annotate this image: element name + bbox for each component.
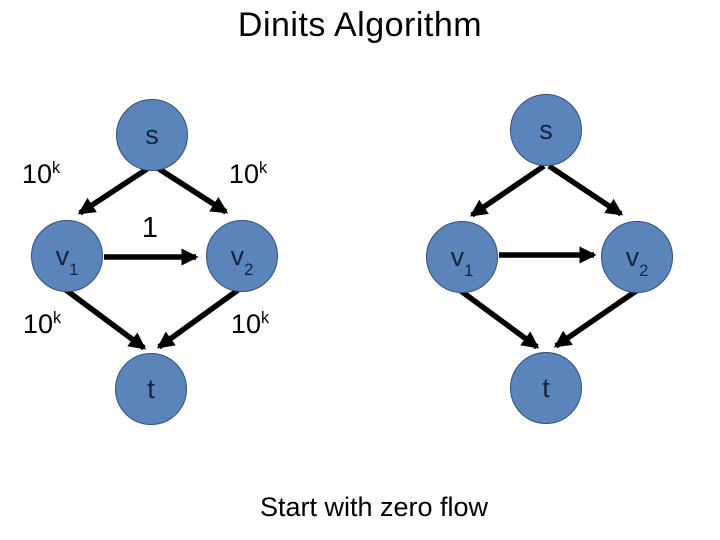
node-label: s: [145, 119, 159, 150]
edge-capacity-label-s-v2: 10k: [228, 159, 268, 189]
node-label: t: [147, 373, 155, 404]
edge-left-v1-t: [64, 287, 147, 351]
node-right-v1: v1: [426, 221, 498, 293]
slide-caption: Start with zero flow: [259, 492, 489, 522]
edge-capacity-label-v1-v2: 1: [141, 212, 159, 244]
edge-right-v1-t: [459, 288, 540, 350]
edge-capacity-label-s-v1: 10k: [21, 159, 61, 189]
edge-capacity-label-v1-t: 10k: [22, 309, 62, 339]
edge-right-v2-t: [553, 286, 641, 349]
node-left-v1: v1: [31, 220, 103, 292]
edge-right-s-v2: [547, 163, 624, 217]
edge-left-v2-t: [156, 287, 240, 350]
node-right-v2: v2: [601, 221, 673, 293]
node-left-t: t: [115, 353, 187, 425]
node-right-t: t: [510, 352, 582, 424]
node-left-v2: v2: [206, 220, 278, 292]
node-label: v1: [55, 240, 79, 280]
node-label: v2: [625, 241, 649, 281]
slide-title: Dinits Algorithm: [237, 6, 483, 44]
node-label: v2: [230, 240, 254, 280]
node-label: v1: [450, 241, 474, 281]
node-right-s: s: [510, 94, 582, 166]
edge-capacity-label-v2-t: 10k: [230, 309, 270, 339]
node-label: s: [539, 114, 553, 145]
edge-left-s-v1: [77, 164, 152, 216]
edge-right-s-v1: [469, 163, 546, 218]
edge-left-s-v2: [154, 164, 229, 215]
node-label: t: [542, 372, 550, 403]
node-left-s: s: [116, 99, 188, 171]
